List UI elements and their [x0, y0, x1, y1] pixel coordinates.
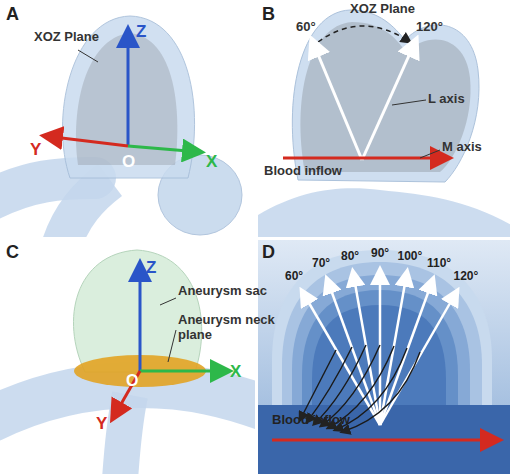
panel-letter: B — [262, 4, 275, 25]
panel-d — [258, 240, 510, 474]
panel-b — [258, 0, 510, 237]
part-label: Aneurysm neck plane — [178, 313, 278, 343]
angle-label: 80° — [341, 250, 359, 264]
axis-label: Y — [96, 414, 107, 434]
angle-label: 100° — [398, 250, 423, 264]
panel-letter: C — [6, 242, 19, 263]
axis-label: Z — [136, 22, 146, 42]
part-label: Aneurysm sac — [178, 284, 267, 299]
axis-label: Y — [30, 140, 41, 160]
angle-label: 110° — [427, 257, 451, 271]
angle-label: 60° — [285, 270, 303, 284]
angle-label: 120° — [416, 20, 443, 35]
panel-c — [0, 250, 255, 474]
axis-name: L axis — [428, 92, 465, 107]
origin-label: O — [126, 372, 138, 390]
angle-label: 120° — [454, 270, 479, 284]
angle-label: 70° — [312, 257, 330, 271]
origin-label: O — [122, 152, 135, 172]
panel-letter: A — [6, 4, 19, 25]
plane-label: XOZ Plane — [350, 2, 415, 17]
axis-label: X — [206, 152, 217, 172]
panel-a — [0, 16, 242, 237]
axis-name: M axis — [442, 140, 482, 155]
axis-label: X — [230, 362, 241, 382]
flow-label: Blood inflow — [264, 164, 342, 179]
angle-label: 90° — [371, 247, 389, 261]
axis-label: Z — [146, 258, 156, 278]
flow-label: Blood inflow — [272, 413, 350, 428]
angle-label: 60° — [296, 20, 316, 35]
panel-letter: D — [262, 242, 275, 263]
plane-label: XOZ Plane — [34, 30, 99, 45]
